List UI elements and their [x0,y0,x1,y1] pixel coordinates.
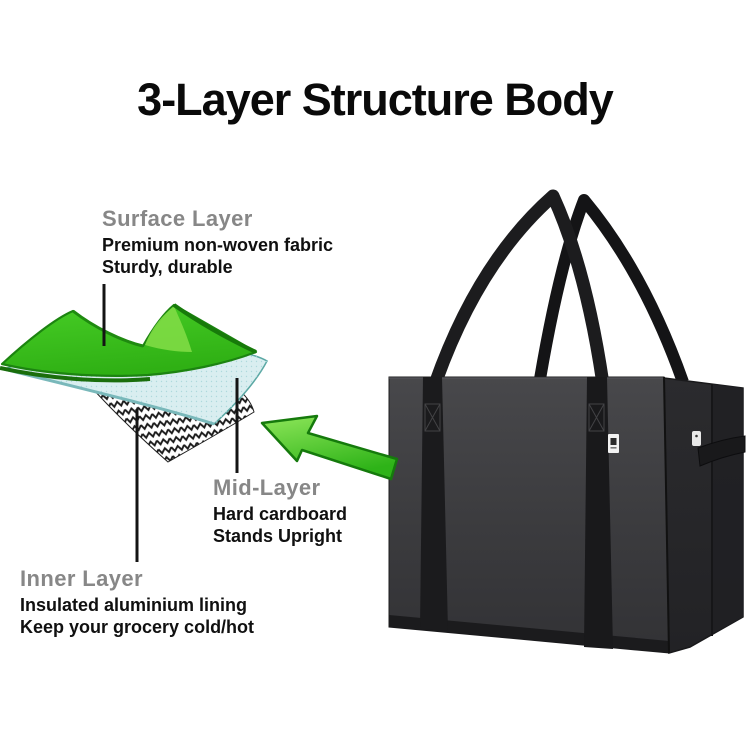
mid-layer-name: Mid-Layer [213,475,321,500]
inner-layer-label: Inner Layer Insulated aluminium lining K… [20,566,254,638]
mid-layer-label: Mid-Layer Hard cardboard Stands Upright [213,475,347,547]
inner-layer-name: Inner Layer [20,566,144,591]
bag-handle-front [428,189,610,387]
bag-strap-right [584,377,613,649]
green-arrow-icon [260,414,399,481]
bag-side-handle [692,431,746,467]
strap-stitching [424,403,605,432]
tote-bag-graphic [388,189,746,654]
layer-stack-graphic [0,284,268,562]
surface-layer-sheet [0,303,258,383]
surface-layer-desc-line1: Premium non-woven fabric [102,235,334,255]
bag-brand-tag [608,434,619,453]
surface-layer-desc-line2: Sturdy, durable [102,257,233,277]
bag-side-panel [663,377,744,654]
surface-layer-name: Surface Layer [102,206,253,231]
inner-layer-desc-line2: Keep your grocery cold/hot [20,617,255,637]
mid-layer-desc-line1: Hard cardboard [213,504,348,524]
surface-layer-label: Surface Layer Premium non-woven fabric S… [102,206,333,278]
bag-strap-left [420,377,448,631]
inner-layer-desc-line1: Insulated aluminium lining [20,595,248,615]
page-title: 3-Layer Structure Body [137,74,614,125]
mid-layer-desc-line2: Stands Upright [213,526,342,546]
bag-handle-back [534,194,689,385]
